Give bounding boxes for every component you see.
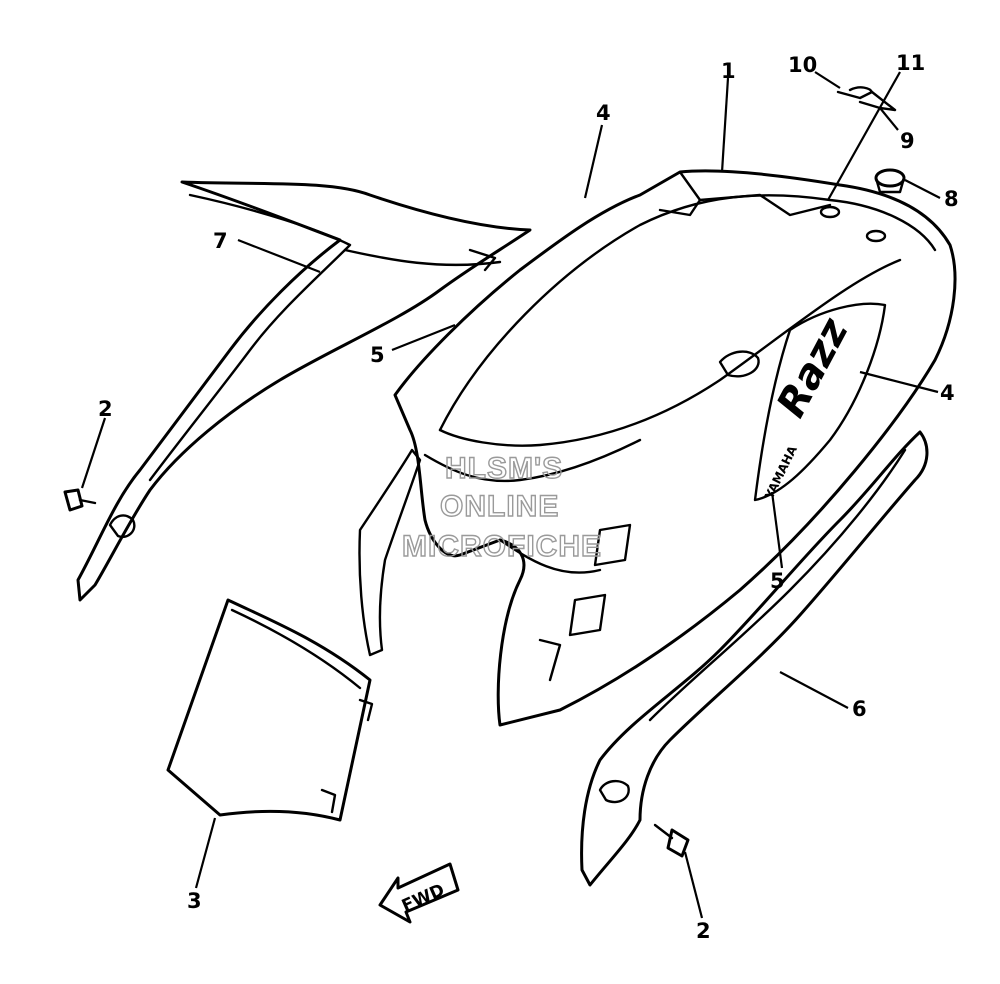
forward-arrow-icon: FWD — [378, 862, 460, 924]
callout-8: 8 — [944, 187, 959, 211]
lower-panel — [166, 598, 374, 822]
callout-1: 1 — [721, 59, 736, 83]
watermark-line-3: MICROFICHE — [402, 530, 602, 563]
side-cover-right — [580, 430, 929, 887]
callout-3: 3 — [187, 889, 202, 913]
fastener-set — [836, 86, 897, 112]
callout-7: 7 — [213, 229, 228, 253]
callout-11: 11 — [896, 51, 925, 75]
callout-5-left: 5 — [370, 343, 385, 367]
callout-2-left: 2 — [98, 397, 113, 421]
callout-5-right: 5 — [770, 569, 785, 593]
bolt-right — [653, 823, 690, 858]
callout-4-top: 4 — [596, 101, 611, 125]
callout-9: 9 — [900, 129, 915, 153]
callout-4-right: 4 — [940, 381, 955, 405]
watermark: HLSM'S ONLINE MICROFICHE — [401, 451, 602, 563]
bolt-left — [63, 488, 97, 512]
grommet — [874, 168, 906, 194]
callout-10: 10 — [788, 53, 817, 77]
callout-2-right: 2 — [696, 919, 711, 943]
leader-lines — [80, 71, 941, 919]
watermark-line-1: HLSM'S — [445, 452, 563, 485]
side-cover-left — [76, 180, 532, 602]
rear-body-cover — [358, 169, 957, 727]
watermark-line-2: ONLINE — [440, 490, 559, 523]
callout-6: 6 — [852, 697, 867, 721]
